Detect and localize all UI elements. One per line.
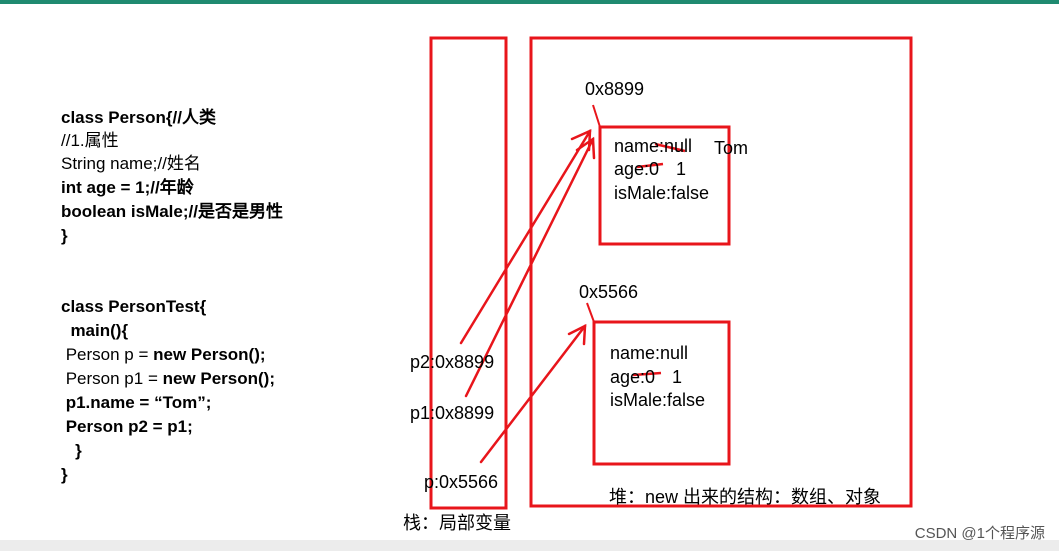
code-line: boolean isMale;//是否是男性 [61, 202, 283, 221]
field-name: name:null [610, 343, 689, 363]
field-is-male: isMale:false [614, 183, 710, 203]
strike-age [636, 162, 664, 169]
object-box-0x8899 [598, 125, 731, 246]
field-name-new-value: Tom [714, 138, 749, 158]
field-age-new-value: 1 [672, 367, 683, 387]
address-tick [586, 302, 595, 323]
code-line: //1.属性 [61, 131, 119, 150]
arrow-p2 [459, 129, 592, 345]
code-line: } [61, 441, 82, 460]
code-line: int age = 1;//年龄 [61, 178, 194, 197]
stack-var-p: p:0x5566 [424, 472, 499, 492]
code-line: Person p2 = p1; [61, 417, 193, 436]
code-line: String name;//姓名 [61, 154, 201, 173]
strike-name [654, 142, 686, 153]
code-line: } [61, 226, 68, 245]
field-age: age:0 [610, 367, 656, 387]
footer-band [0, 540, 1059, 551]
code-line: Person p = new Person(); [61, 345, 266, 365]
field-is-male: isMale:false [610, 390, 706, 410]
code-plain: Person p = [61, 345, 154, 364]
code-line: Person p1 = new Person(); [61, 369, 275, 389]
field-age-new-value: 1 [676, 159, 687, 179]
heap-box [529, 36, 913, 508]
field-name: name:null [614, 136, 693, 156]
code-line: main(){ [61, 321, 129, 340]
arrow-head [575, 136, 596, 160]
code-bold: new Person(); [153, 345, 266, 364]
field-age: age:0 [614, 159, 660, 179]
object-address-0x8899: 0x8899 [585, 79, 645, 99]
code-line: class Person{//人类 [61, 108, 216, 127]
code-line: p1.name = “Tom”; [61, 393, 212, 412]
csdn-watermark: CSDN @1个程序源 [914, 525, 1045, 542]
stack-box [429, 36, 508, 510]
stack-var-p1: p1:0x8899 [410, 403, 495, 423]
arrow-head [567, 323, 587, 346]
stack-var-p2: p2:0x8899 [410, 352, 495, 372]
object-address-0x5566: 0x5566 [579, 282, 639, 302]
top-bar [0, 0, 1059, 4]
code-plain: Person p1 = [61, 369, 163, 388]
heap-caption: 堆：new 出来的结构：数组、对象 [609, 487, 882, 507]
stack-caption: 栈：局部变量 [403, 513, 511, 533]
code-line: } [61, 465, 68, 484]
address-tick [592, 104, 601, 128]
code-line: class PersonTest{ [61, 297, 207, 316]
arrow-p1 [464, 137, 595, 398]
strike-age [632, 371, 662, 377]
arrow-p [479, 324, 587, 464]
object-box-0x5566 [592, 320, 731, 466]
code-bold: new Person(); [162, 369, 275, 388]
